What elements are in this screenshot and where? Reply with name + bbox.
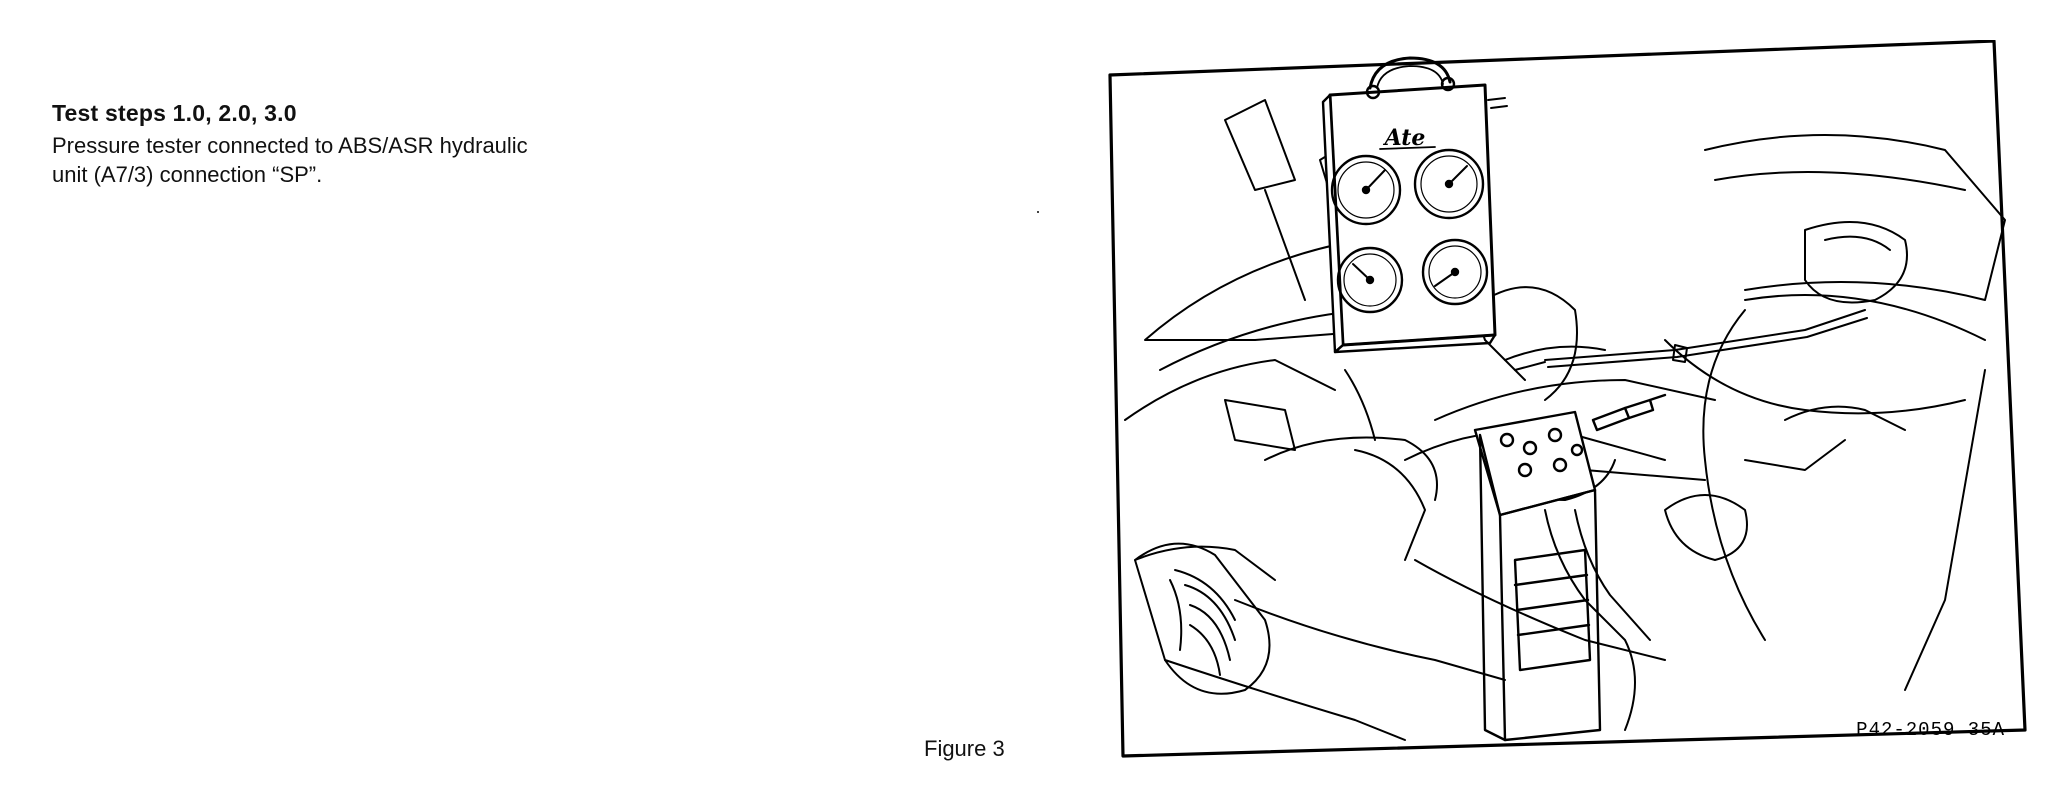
figure-code: P42-2059 35A — [1856, 719, 2005, 741]
gauge-top-left — [1330, 154, 1402, 226]
hydraulic-unit — [1473, 393, 1667, 742]
caption-line-2: unit (A7/3) connection “SP”. — [52, 162, 323, 187]
engine-bay-illustration: Ate P42-2059 35A — [1108, 40, 2027, 758]
tester-brand-logo: Ate — [1383, 125, 1426, 151]
test-steps-heading: Test steps 1.0, 2.0, 3.0 — [52, 100, 297, 126]
gauge-bottom-left — [1336, 246, 1404, 314]
figure-frame — [1108, 40, 2027, 758]
sp-connection-fitting — [1591, 406, 1631, 432]
figure-label: Figure 3 — [924, 736, 1005, 761]
pressure-tester-case — [1321, 56, 1508, 354]
caption-line-1: Pressure tester connected to ABS/ASR hyd… — [52, 133, 528, 158]
caption-block: Test steps 1.0, 2.0, 3.0 Pressure tester… — [52, 100, 692, 189]
tester-handle — [1368, 56, 1452, 90]
intake-hose — [1134, 542, 1271, 695]
gauge-top-right — [1413, 148, 1485, 220]
brake-line — [1514, 309, 1868, 371]
scan-speck — [1037, 211, 1039, 213]
gauge-bottom-right — [1421, 238, 1489, 306]
pressure-gauges — [1330, 148, 1489, 314]
